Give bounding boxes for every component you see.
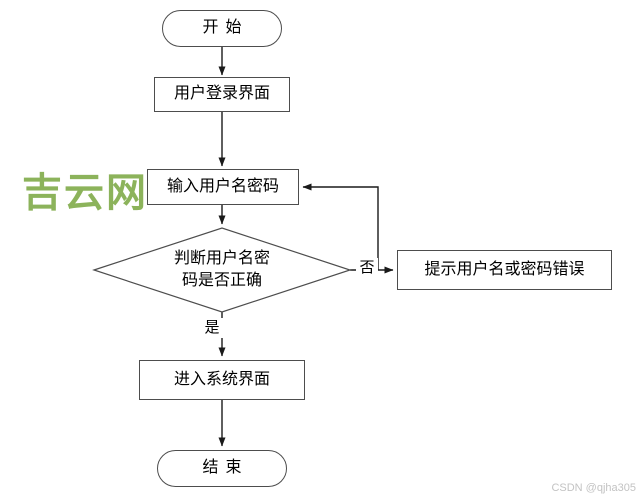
node-end: 结束 bbox=[157, 450, 287, 487]
site-watermark: 吉云网 bbox=[22, 170, 148, 215]
edge-error-loop-to-input bbox=[302, 183, 379, 270]
node-decision: 判断用户名密 码是否正确 bbox=[130, 246, 314, 294]
decision-diamond-shape bbox=[92, 227, 352, 313]
csdn-watermark: CSDN @qjha305 bbox=[551, 482, 636, 494]
node-start-label: 开始 bbox=[202, 19, 249, 37]
node-login-ui: 用户登录界面 bbox=[154, 77, 290, 112]
node-decision-label-line1: 判断用户名密 bbox=[173, 250, 270, 267]
edge-label-no: 否 bbox=[356, 258, 378, 278]
node-error-prompt-label: 提示用户名或密码错误 bbox=[424, 260, 585, 278]
node-start: 开始 bbox=[162, 10, 282, 47]
node-end-label: 结束 bbox=[202, 459, 249, 477]
node-error-prompt: 提示用户名或密码错误 bbox=[397, 250, 612, 290]
node-enter-system-label: 进入系统界面 bbox=[173, 370, 270, 388]
node-input-credentials-label: 输入用户名密码 bbox=[166, 177, 279, 195]
node-enter-system: 进入系统界面 bbox=[139, 360, 305, 400]
node-login-ui-label: 用户登录界面 bbox=[173, 85, 270, 103]
node-decision-label-line2: 码是否正确 bbox=[181, 272, 262, 289]
edge-label-yes: 是 bbox=[201, 318, 223, 338]
node-input-credentials: 输入用户名密码 bbox=[147, 169, 299, 205]
